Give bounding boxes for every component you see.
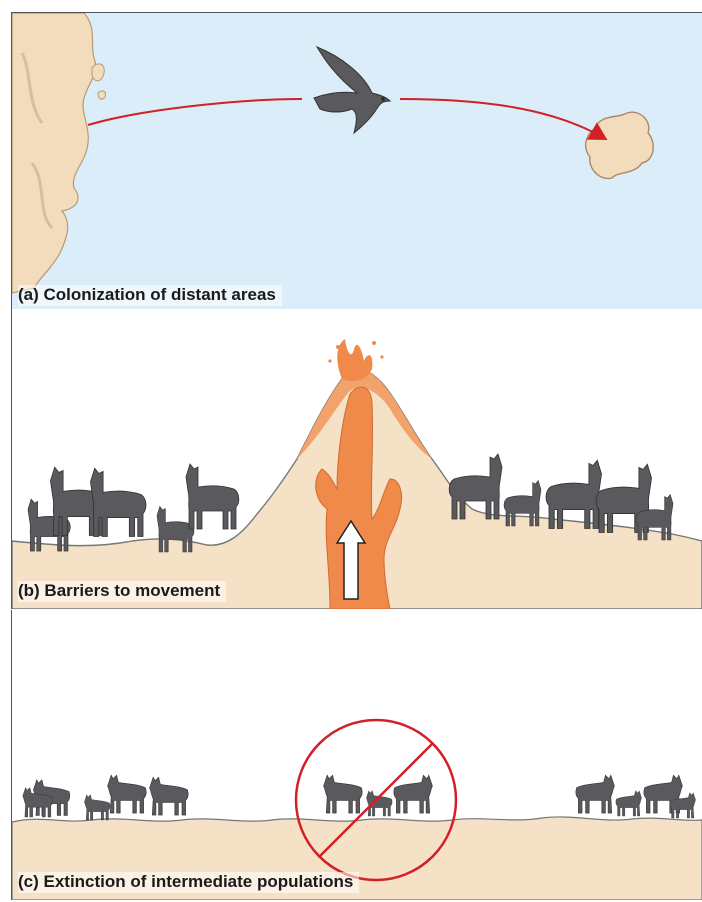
- colonization-illustration: [12, 13, 702, 309]
- barriers-illustration: [12, 309, 702, 609]
- panel-colonization: (a) Colonization of distant areas: [11, 12, 702, 309]
- caption-colonization: (a) Colonization of distant areas: [18, 285, 282, 306]
- extinction-illustration: [12, 610, 702, 900]
- panel-barriers: (b) Barriers to movement: [11, 309, 702, 609]
- caption-barriers: (b) Barriers to movement: [18, 581, 226, 602]
- islet: [92, 64, 104, 81]
- caption-extinction: (c) Extinction of intermediate populatio…: [18, 872, 359, 893]
- panel-extinction: (c) Extinction of intermediate populatio…: [11, 610, 702, 900]
